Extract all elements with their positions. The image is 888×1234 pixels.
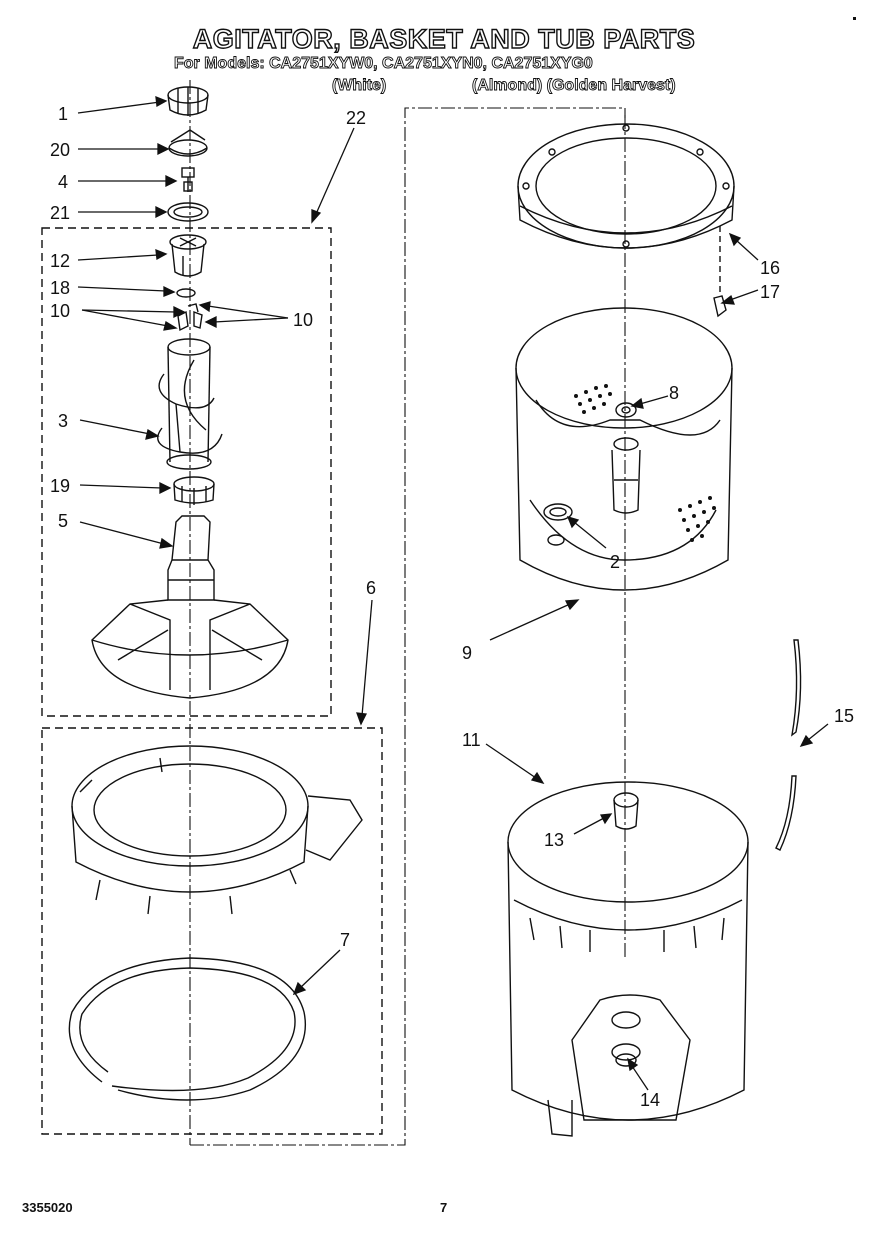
part-10-dogs <box>177 303 203 332</box>
part-15-hose <box>775 639 802 851</box>
part-8-nut <box>615 402 637 418</box>
callout-11: 11 <box>462 730 481 750</box>
part-19-spline-adapter <box>173 476 215 505</box>
callout-15: 15 <box>834 706 854 726</box>
corner-mark <box>853 17 856 20</box>
document-number: 3355020 <box>22 1200 73 1215</box>
callout-4: 4 <box>58 172 68 192</box>
callout-17: 17 <box>760 282 780 302</box>
callout-22: 22 <box>346 108 366 128</box>
part-7-snap-ring <box>68 957 306 1101</box>
callout-2: 2 <box>610 552 620 572</box>
callout-18: 18 <box>50 278 70 298</box>
part-16-balance-ring <box>517 123 735 249</box>
part-3-auger <box>157 338 223 470</box>
callout-10-right: 10 <box>293 310 313 330</box>
part-1-agitator-cap <box>167 86 209 116</box>
callout-10-left: 10 <box>50 301 70 321</box>
models-line: For Models: CA2751XYW0, CA2751XYN0, CA27… <box>174 55 594 73</box>
part-12-cam <box>169 234 207 277</box>
part-9-basket <box>515 307 733 591</box>
part-2-plug <box>543 503 573 546</box>
callout-12: 12 <box>50 251 70 271</box>
callout-21: 21 <box>50 203 70 223</box>
part-21-seal-ring <box>167 202 209 222</box>
part-20-cap-insert <box>168 129 208 157</box>
callout-20: 20 <box>50 140 70 160</box>
callout-1: 1 <box>58 104 68 124</box>
part-17-clip <box>713 295 727 318</box>
callout-3: 3 <box>58 411 68 431</box>
part-6-tub-ring <box>71 745 363 915</box>
part-14-seal <box>615 1053 637 1067</box>
page-title: AGITATOR, BASKET AND TUB PARTS <box>192 23 696 54</box>
part-11-outer-tub <box>507 781 749 1137</box>
tub-ring-group-box <box>41 727 383 1135</box>
callout-16: 16 <box>760 258 780 278</box>
callout-9: 9 <box>462 643 472 663</box>
callout-14: 14 <box>640 1090 660 1110</box>
callout-19: 19 <box>50 476 70 496</box>
callout-5: 5 <box>58 511 68 531</box>
callout-8: 8 <box>669 383 679 403</box>
part-4-bolt <box>181 167 195 192</box>
part-5-agitator-base <box>91 515 289 699</box>
part-13-bearing <box>613 792 639 830</box>
callout-7: 7 <box>340 930 350 950</box>
part-18-o-ring <box>176 288 196 298</box>
callout-13: 13 <box>544 830 564 850</box>
leader-arrows <box>77 95 829 1091</box>
assembly-axis-lines <box>189 80 626 1146</box>
page-number: 7 <box>440 1200 448 1215</box>
color-white-label: (White) <box>332 77 387 95</box>
callout-6: 6 <box>366 578 376 598</box>
color-almond-golden-label: (Almond) (Golden Harvest) <box>472 77 676 95</box>
agitator-group-box <box>41 227 332 717</box>
